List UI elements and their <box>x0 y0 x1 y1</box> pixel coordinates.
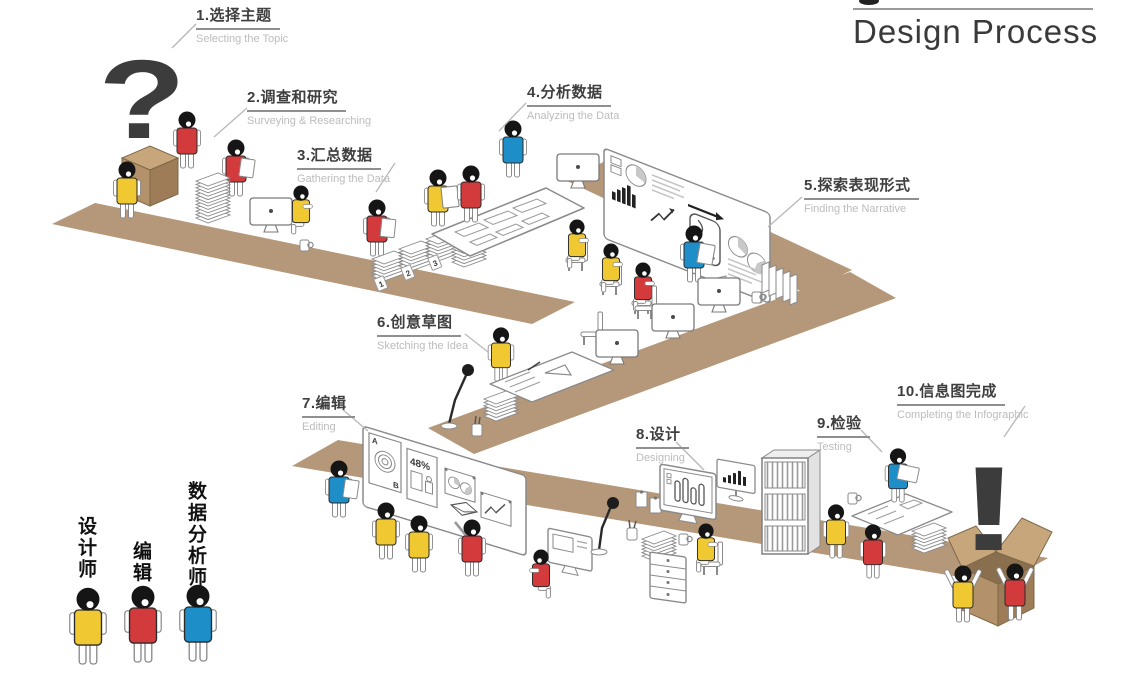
desk-strip-top <box>52 203 575 324</box>
step-subtitle-en: Testing <box>817 441 852 453</box>
legend-figure-editor <box>124 585 162 663</box>
stack-tag-1: 1 <box>377 279 385 289</box>
step-label-10: 10.信息图完成 Completing the Infographic <box>897 380 1028 421</box>
desk-lamp <box>440 364 474 430</box>
legend-figure-designer <box>69 587 107 665</box>
step-subtitle-en: Surveying & Researching <box>247 115 372 127</box>
desk-strip-middle <box>428 272 896 454</box>
step-title-zh: 1.选择主题 <box>196 4 280 30</box>
bookshelf <box>760 449 822 555</box>
paper-sheet <box>238 157 256 179</box>
paper-sheet <box>440 185 460 209</box>
step-title-zh: 10.信息图完成 <box>897 380 1005 406</box>
layout-table <box>431 187 585 257</box>
poster-label-a: A <box>372 436 378 447</box>
step-title-zh: 6.创意草图 <box>377 311 461 337</box>
step-label-8: 8.设计 Designing <box>636 423 689 464</box>
person-editor-seated <box>529 549 551 599</box>
step-label-4: 4.分析数据 Analyzing the Data <box>527 81 619 122</box>
step-subtitle-en: Editing <box>302 421 336 433</box>
checking-sheet <box>896 463 920 484</box>
person-designer-sketcher <box>487 326 515 382</box>
step-subtitle-en: Gathering the Data <box>297 173 390 185</box>
imac-computer <box>697 277 741 313</box>
whiteboard-presentation <box>603 148 771 303</box>
step-label-2: 2.调查和研究 Surveying & Researching <box>247 86 371 127</box>
step-label-7: 7.编辑 Editing <box>302 392 355 433</box>
step-title-zh: 9.检验 <box>817 412 870 438</box>
title-rule <box>853 8 1093 10</box>
whiteboard-editing: A B 48% <box>362 426 527 556</box>
step-subtitle-en: Completing the Infographic <box>897 409 1029 421</box>
bar-chart-monitor <box>716 458 756 502</box>
legend-label-editor: 编辑 <box>130 541 151 584</box>
paper-stack-tall <box>195 172 231 224</box>
coffee-mug <box>847 492 862 505</box>
person-editor <box>457 165 485 223</box>
file-organizers <box>761 261 798 306</box>
step-title-zh: 5.探索表现形式 <box>804 174 919 200</box>
pen-cup <box>471 415 483 437</box>
step-title-zh: 4.分析数据 <box>527 81 611 107</box>
page-title: Design Process <box>853 13 1099 50</box>
step-subtitle-en: Designing <box>636 452 685 464</box>
leader-lines <box>171 23 1026 471</box>
numbered-paper-stacks: 1 2 3 <box>371 230 461 292</box>
paper-sheet <box>696 242 716 266</box>
step-label-1: 1.选择主题 Selecting the Topic <box>196 4 288 45</box>
paper-sheet <box>379 217 397 239</box>
step-label-9: 9.检验 Testing <box>817 412 870 453</box>
step-label-6: 6.创意草图 Sketching the Idea <box>377 311 468 352</box>
person-designer-seated <box>291 185 313 235</box>
pen-cup <box>626 519 638 541</box>
exclamation-mark: ! <box>958 442 1020 576</box>
step-title-zh: 3.汇总数据 <box>297 144 381 170</box>
step-label-3: 3.汇总数据 Gathering the Data <box>297 144 390 185</box>
step-subtitle-en: Finding the Narrative <box>804 203 907 215</box>
desktop-monitor <box>547 527 593 577</box>
step-subtitle-en: Selecting the Topic <box>196 33 289 45</box>
legend-label-designer: 设计师 <box>75 516 96 581</box>
step-title-zh: 2.调查和研究 <box>247 86 347 112</box>
legend-label-data-analyst: 数据分析师 <box>185 481 206 589</box>
paper-sheet <box>342 478 360 500</box>
desk-lamp <box>590 497 619 556</box>
person-analyst <box>499 120 527 178</box>
step-subtitle-en: Sketching the Idea <box>377 340 469 352</box>
drawer-unit <box>649 551 687 604</box>
step-title-zh: 8.设计 <box>636 423 689 449</box>
stack-tag-3: 3 <box>431 258 439 268</box>
step-title-zh: 7.编辑 <box>302 392 355 418</box>
coffee-mug <box>678 533 693 546</box>
cropped-logo-mark <box>859 0 879 5</box>
legend-figure-analyst <box>179 584 217 662</box>
question-mark: ? <box>98 38 186 163</box>
testing-sheet <box>851 493 953 536</box>
stack-tag-2: 2 <box>404 268 412 278</box>
design-monitor-chart <box>659 463 717 525</box>
poster-label-b: B <box>393 480 399 491</box>
imac-computer <box>249 197 293 233</box>
step-subtitle-en: Analyzing the Data <box>527 110 620 122</box>
step-label-5: 5.探索表现形式 Finding the Narrative <box>804 174 919 215</box>
